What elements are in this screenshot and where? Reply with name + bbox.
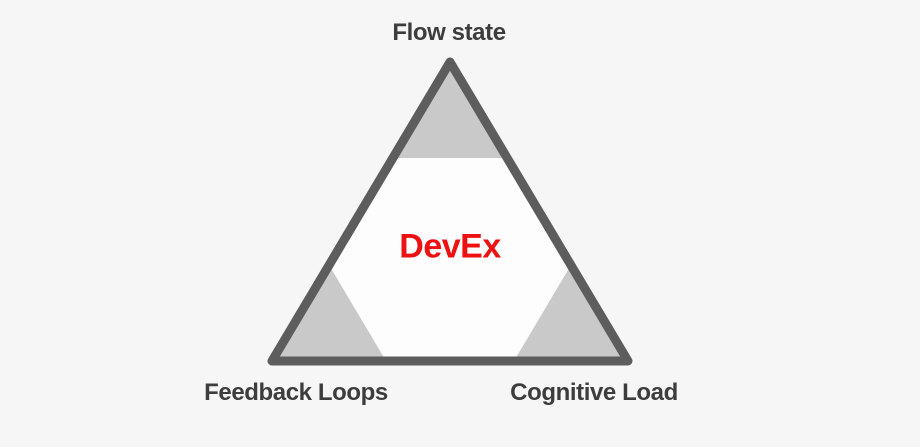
corner-shade-bottom-right: [514, 265, 628, 361]
triangle-outline: [267, 57, 633, 366]
triangle-interior: [272, 62, 628, 361]
corner-shade-bottom-left: [272, 265, 386, 361]
center-label-devex: DevEx: [399, 227, 501, 266]
vertex-label-flow-state: Flow state: [392, 19, 506, 46]
corner-shade-top: [393, 62, 507, 158]
vertex-label-feedback-loops: Feedback Loops: [204, 379, 388, 406]
vertex-label-cognitive-load: Cognitive Load: [510, 379, 678, 406]
